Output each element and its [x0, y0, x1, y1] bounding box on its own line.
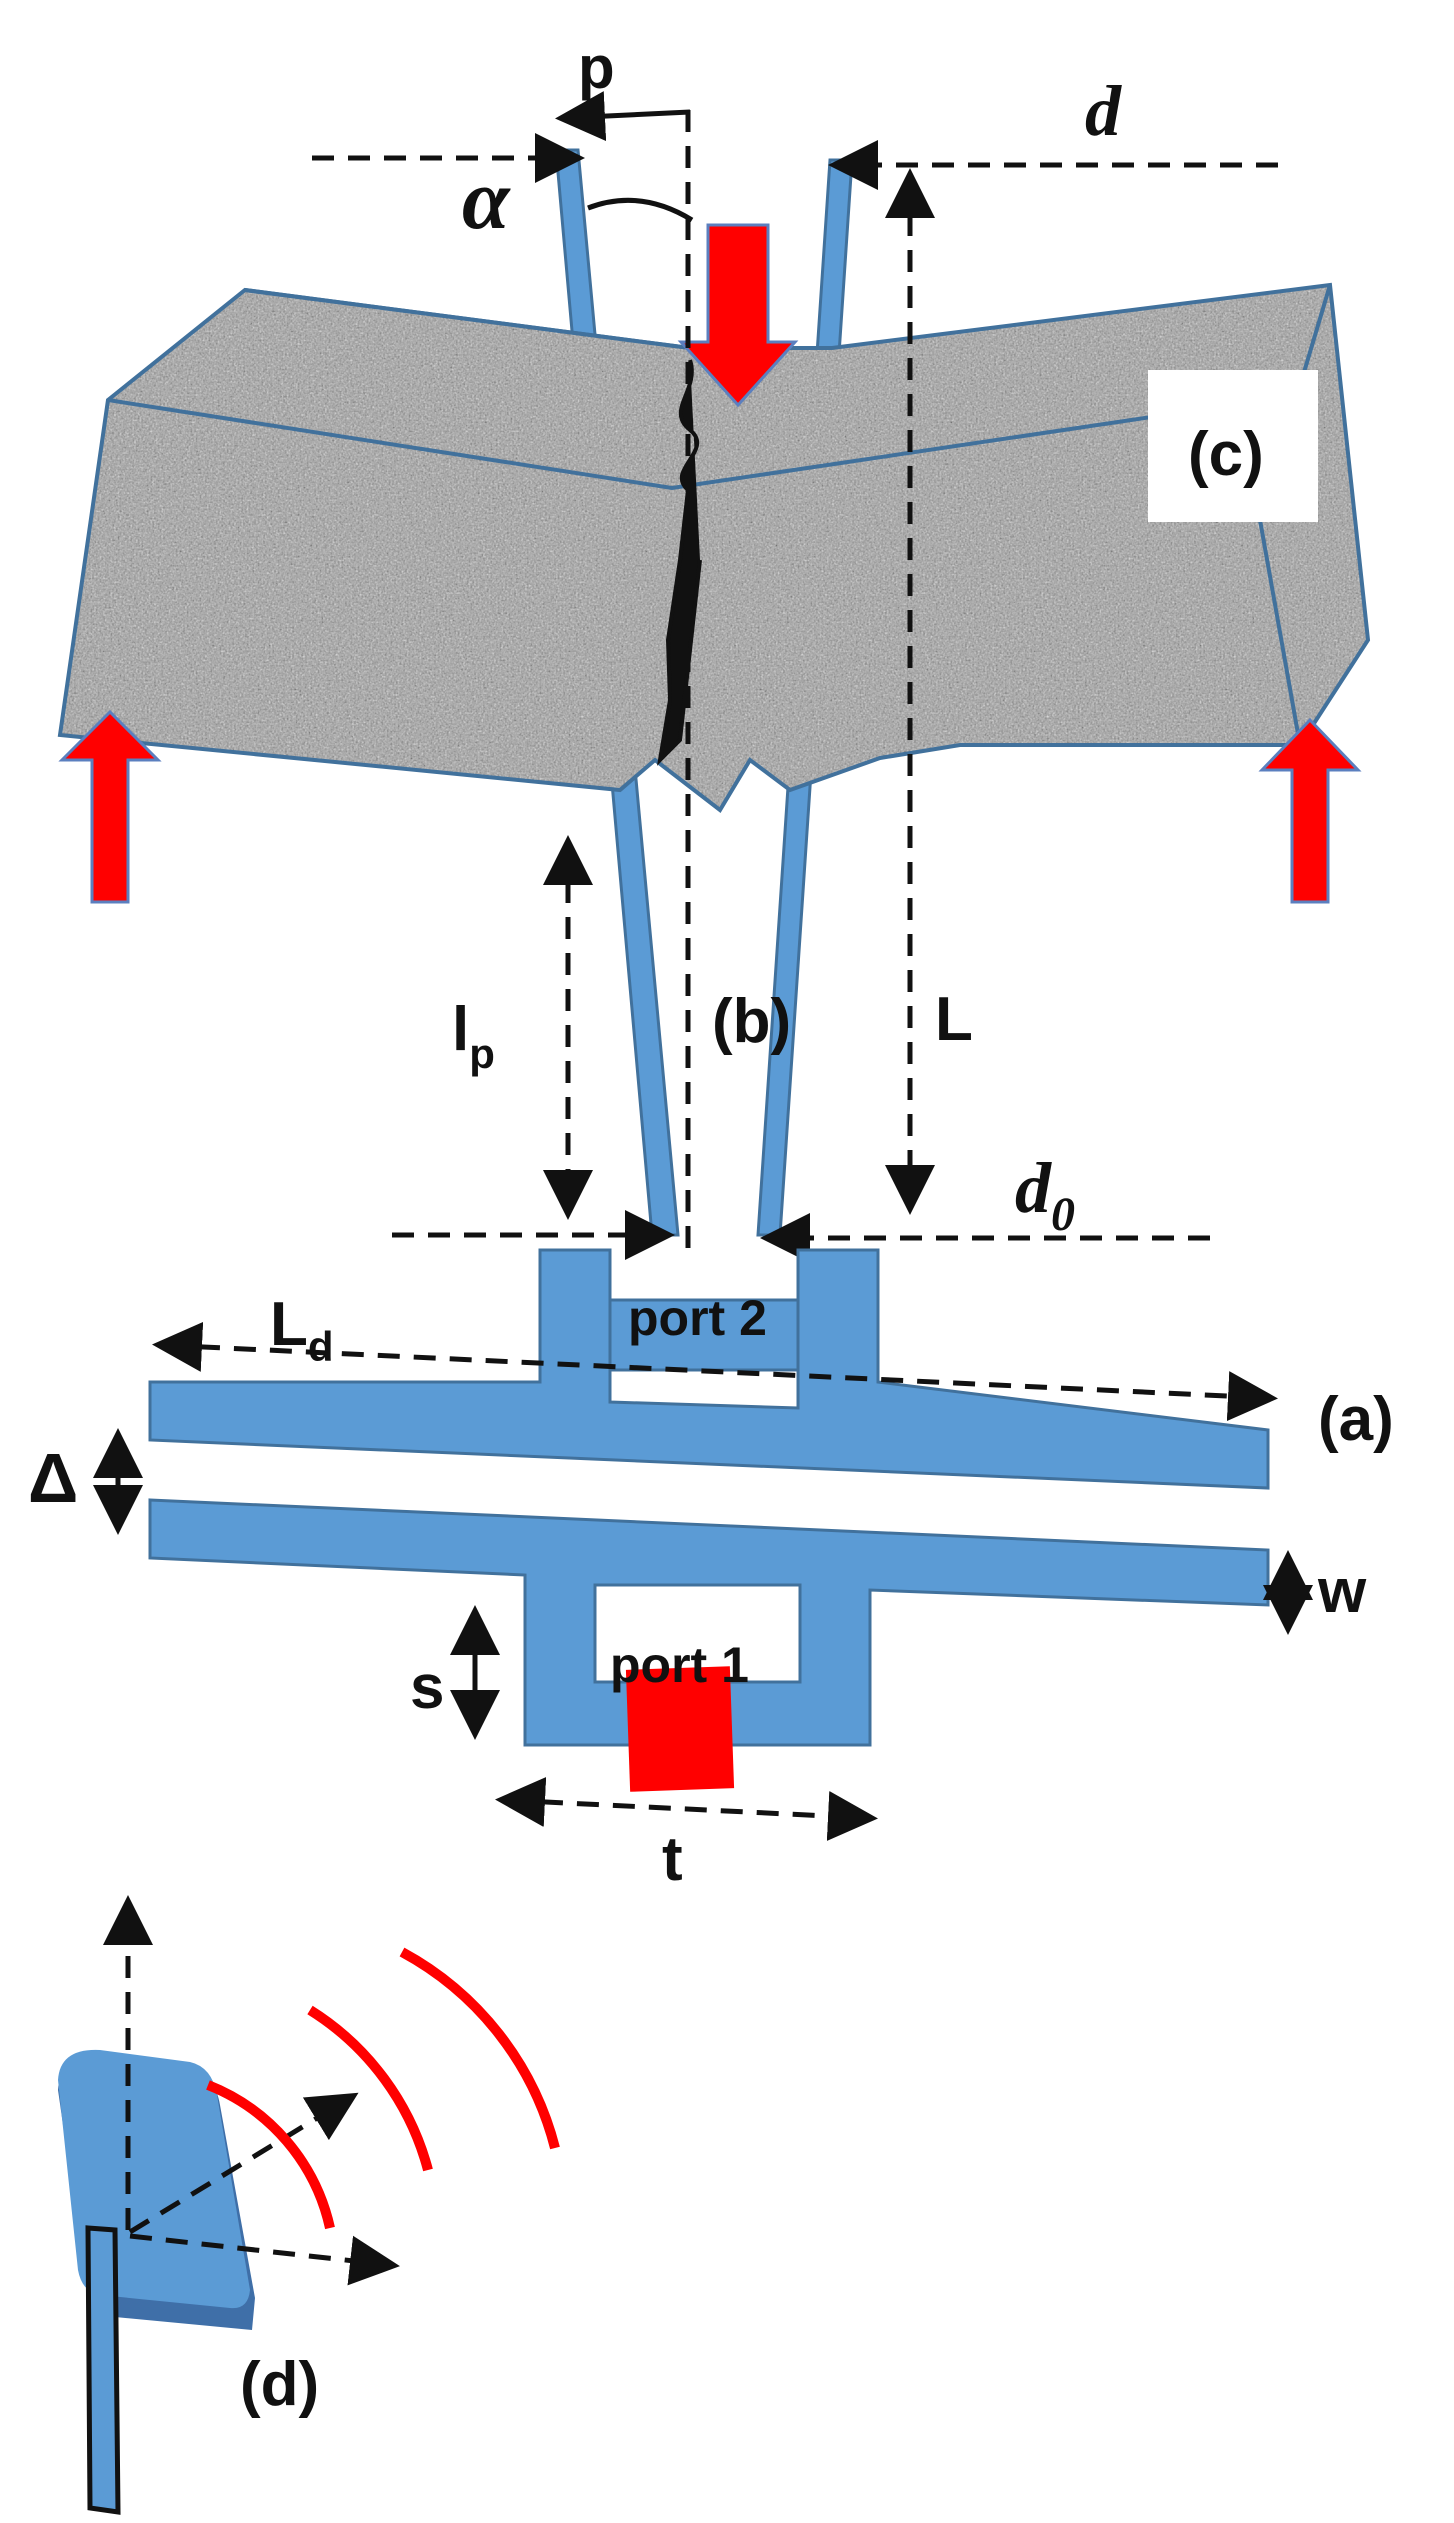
wave-arc-2-icon — [307, 2005, 433, 2172]
radiating-antenna — [58, 1895, 560, 2515]
antenna-dimensions — [93, 1321, 1313, 1841]
label-d0: d0 — [1015, 1148, 1075, 1241]
label-a: (a) — [1318, 1385, 1394, 1454]
label-dd: (d) — [240, 2350, 319, 2419]
right-support-arrow-icon — [1258, 717, 1362, 904]
label-L: L — [935, 985, 973, 1054]
load-arrows — [58, 223, 1362, 904]
top-load-arrow-icon — [677, 223, 799, 408]
label-alpha: α — [462, 151, 511, 247]
label-c: (c) — [1188, 420, 1264, 489]
label-Ld: Ld — [270, 1290, 334, 1370]
label-box-c: (c) — [1148, 370, 1318, 522]
port1-feed — [625, 1666, 735, 1792]
label-lp: lp — [452, 995, 495, 1077]
label-p: p — [578, 34, 615, 101]
left-support-arrow-icon — [58, 709, 162, 904]
label-t: t — [662, 1825, 683, 1894]
label-delta: Δ — [28, 1439, 78, 1517]
label-b: (b) — [712, 987, 791, 1056]
wave-arc-1-icon — [206, 2080, 335, 2230]
label-s: s — [410, 1653, 444, 1722]
wave-arc-3-icon — [399, 1947, 560, 2150]
label-port2: port 2 — [628, 1290, 767, 1346]
label-d: d — [1085, 71, 1122, 151]
label-port1: port 1 — [610, 1637, 749, 1693]
top-dimensions — [312, 91, 1278, 1263]
crack — [657, 359, 702, 766]
label-w: w — [1317, 1557, 1367, 1626]
